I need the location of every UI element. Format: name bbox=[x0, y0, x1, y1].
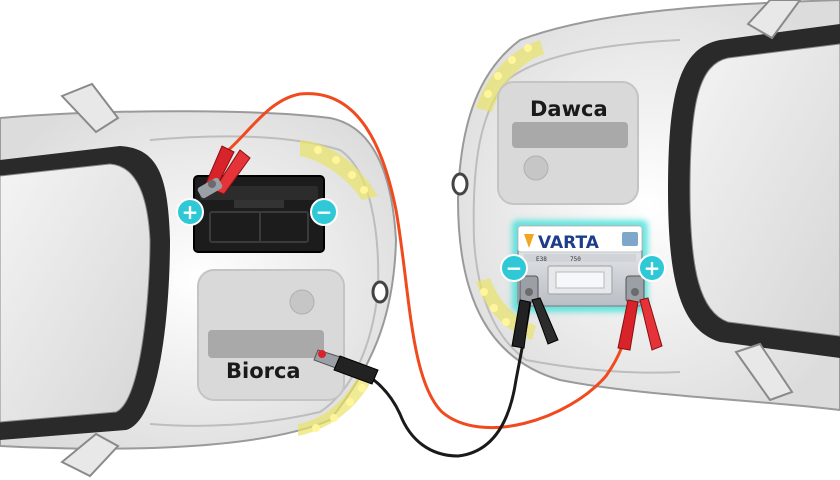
donor-battery: VARTA E38 750 bbox=[512, 220, 648, 312]
donor-minus-label: − bbox=[506, 256, 523, 280]
receiver-panel-cap bbox=[289, 289, 315, 315]
donor-hood-outline bbox=[472, 39, 681, 374]
donor-emblem bbox=[451, 172, 469, 196]
receiver-minus-label: − bbox=[316, 200, 333, 224]
receiver-plus-sign-icon: + bbox=[176, 198, 204, 226]
receiver-emblem bbox=[371, 280, 389, 304]
donor-windshield bbox=[689, 43, 840, 337]
receiver-ground-clamp-icon bbox=[313, 349, 379, 385]
battery-spec: 750 bbox=[570, 256, 581, 263]
donor-plus-sign-icon: + bbox=[638, 254, 666, 282]
donor-mirror-top bbox=[746, 0, 802, 40]
donor-minus-sign-icon: − bbox=[500, 254, 528, 282]
receiver-minus-sign-icon: − bbox=[310, 198, 338, 226]
battery-brand: VARTA bbox=[538, 233, 600, 253]
donor-positive-clamp-icon bbox=[617, 275, 663, 351]
receiver-plus-label: + bbox=[182, 200, 199, 224]
donor-panel-slot bbox=[512, 122, 628, 148]
receiver-label: Biorca bbox=[226, 359, 301, 383]
negative-jumper-cable bbox=[349, 299, 532, 458]
receiver-mirror-top bbox=[60, 82, 120, 134]
donor-negative-clamp-icon bbox=[511, 275, 559, 349]
battery-code: E38 bbox=[536, 256, 547, 263]
positive-jumper-cable bbox=[223, 92, 630, 430]
donor-indicator-top bbox=[476, 40, 544, 112]
donor-mirror-bottom bbox=[734, 342, 794, 402]
donor-plus-label: + bbox=[644, 256, 661, 280]
donor-panel-cap bbox=[523, 155, 549, 181]
receiver-car: Biorca bbox=[0, 82, 398, 478]
receiver-windshield bbox=[0, 163, 151, 423]
receiver-positive-clamp-icon bbox=[197, 145, 251, 199]
donor-car: Dawca VARTA E38 750 bbox=[451, 0, 840, 412]
receiver-indicator-bottom bbox=[298, 376, 372, 436]
receiver-indicator-top bbox=[300, 140, 378, 200]
receiver-battery bbox=[193, 175, 325, 253]
receiver-mirror-bottom bbox=[60, 432, 120, 478]
receiver-panel-slot bbox=[208, 330, 324, 358]
battery-brand-mark bbox=[524, 234, 534, 248]
donor-label: Dawca bbox=[530, 97, 608, 121]
